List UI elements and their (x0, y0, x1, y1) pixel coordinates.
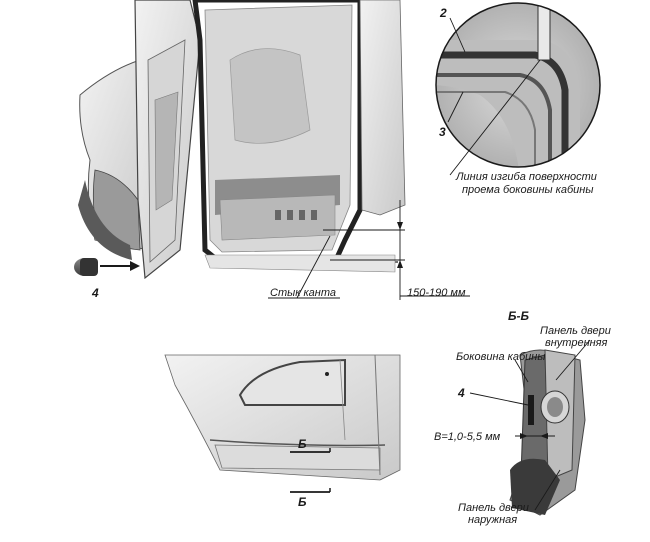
cab-side-label: Боковина кабины (456, 351, 545, 363)
callout-4-door: 4 (91, 286, 99, 300)
door-side-view (164, 354, 401, 493)
section-mark-bottom: Б (298, 495, 307, 509)
door-inner-label-1: Панель двери (540, 325, 611, 337)
callout-3: 3 (439, 125, 446, 139)
distance-label: 150-190 мм (407, 287, 466, 299)
clip-part (74, 258, 140, 276)
door-inner-label-2: внутренняя (545, 337, 608, 349)
section-title: Б-Б (508, 309, 529, 323)
door-outer-label-2: наружная (468, 514, 517, 526)
cab-door-view (74, 0, 470, 300)
bend-line-label-1: Линия изгиба поверхности (455, 171, 597, 183)
detail-zoom-circle (435, 2, 601, 176)
section-view (469, 339, 591, 516)
callout-4-section: 4 (457, 386, 465, 400)
section-mark-top: Б (298, 437, 307, 451)
seam-joint-label: Стык канта (270, 287, 336, 299)
callout-2: 2 (439, 6, 447, 20)
gap-label: B=1,0-5,5 мм (434, 431, 501, 443)
bend-line-label-2: проема боковины кабины (462, 184, 593, 196)
door-outer-label-1: Панель двери (458, 502, 529, 514)
